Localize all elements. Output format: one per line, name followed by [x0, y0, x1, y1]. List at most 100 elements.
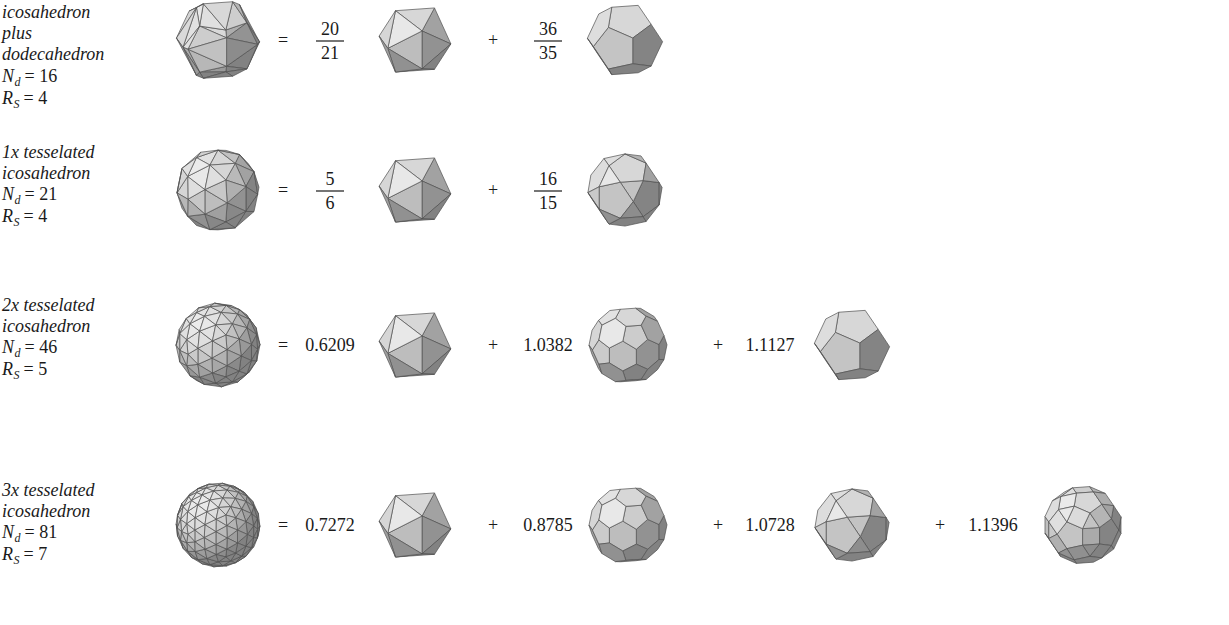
- denominator: 35: [539, 43, 557, 64]
- row-name: 3x tesselated icosahedron: [2, 480, 124, 522]
- polyhedron-face: [379, 161, 395, 199]
- variable: N: [2, 337, 14, 358]
- plus-sign: +: [935, 515, 945, 536]
- polyhedron-face: [180, 350, 188, 365]
- subscript: S: [14, 97, 20, 111]
- equals-sign: =: [278, 335, 288, 356]
- polyhedron-face: [422, 181, 451, 219]
- polyhedron-face: [218, 150, 240, 154]
- polyhedron-face: [176, 38, 196, 75]
- polyhedron-face: [221, 312, 237, 323]
- polyhedron-face: [641, 359, 664, 379]
- polyhedron-face: [835, 369, 878, 380]
- polyhedron-face: [852, 489, 873, 498]
- row-name: 1x tesselated icosahedron: [2, 142, 124, 184]
- polyhedron-face: [620, 202, 643, 219]
- polyhedron-face: [379, 341, 395, 377]
- subscript: d: [15, 75, 21, 89]
- polyhedron-face: [189, 493, 197, 501]
- polyhedron: [379, 313, 451, 377]
- polyhedron-face: [207, 500, 219, 512]
- fraction-bar: [534, 190, 562, 191]
- variable: R: [2, 544, 13, 565]
- polyhedron-face: [227, 526, 238, 538]
- variable: R: [2, 359, 13, 380]
- polyhedron-face: [195, 542, 205, 552]
- equals-sign: =: [278, 515, 288, 536]
- numerator: 20: [321, 19, 339, 40]
- polyhedron-face: [379, 521, 395, 557]
- plus-sign: +: [713, 335, 723, 356]
- polyhedron-face: [886, 518, 889, 540]
- variable: N: [2, 184, 14, 205]
- polyhedron-face: [814, 343, 838, 379]
- polyhedron-face: [422, 349, 451, 374]
- polyhedron-face: [247, 496, 254, 506]
- polyhedron-face: [246, 187, 258, 212]
- polyhedron-face: [182, 532, 188, 543]
- plus-sign: +: [488, 515, 498, 536]
- coefficient: 1.1127: [746, 335, 795, 356]
- polyhedron: [176, 2, 259, 79]
- value: = 4: [24, 88, 48, 109]
- plus-sign: +: [488, 335, 498, 356]
- polyhedron-face: [250, 319, 257, 334]
- polyhedron-face: [257, 345, 260, 361]
- polyhedron-face: [641, 496, 664, 524]
- polyhedron-face: [379, 186, 395, 222]
- numerator: 36: [539, 19, 557, 40]
- polyhedron-face: [227, 350, 241, 366]
- polyhedron-face: [200, 316, 216, 331]
- polyhedron-face: [633, 24, 663, 66]
- polyhedron-face: [212, 373, 225, 383]
- polyhedron: [176, 483, 260, 567]
- variable: R: [2, 88, 13, 109]
- polyhedron-face: [246, 538, 254, 548]
- polyhedron-face: [1111, 530, 1121, 549]
- polyhedron-face: [227, 538, 238, 549]
- polyhedron: [588, 154, 662, 226]
- coefficient: 0.7272: [305, 515, 355, 536]
- polyhedron-face: [643, 163, 659, 182]
- polyhedron-face: [227, 490, 238, 498]
- polyhedron-face: [177, 193, 188, 216]
- polyhedron-face: [183, 47, 200, 75]
- subscript: S: [14, 368, 20, 382]
- polyhedron: [379, 493, 451, 557]
- polyhedron-face: [641, 539, 664, 559]
- polyhedron-face: [1059, 506, 1075, 522]
- polyhedron-face: [388, 198, 422, 222]
- numerator: 16: [539, 169, 557, 190]
- polyhedron-face: [254, 507, 258, 519]
- polyhedron-face: [226, 335, 239, 350]
- polyhedron-face: [422, 516, 451, 554]
- polyhedron-face: [227, 38, 258, 66]
- polyhedron-face: [212, 325, 225, 341]
- polyhedron-face: [599, 363, 626, 382]
- polyhedron-face: [198, 495, 210, 505]
- polyhedron-face: [177, 528, 182, 540]
- polyhedron-face: [223, 498, 235, 507]
- polyhedron-face: [246, 194, 258, 211]
- polyhedron-face: [205, 549, 216, 558]
- polyhedron-face: [236, 546, 246, 556]
- polyhedron: [176, 303, 260, 387]
- value: = 16: [25, 66, 58, 87]
- polyhedron-face: [1059, 549, 1075, 560]
- polyhedron-face: [183, 26, 200, 49]
- subscript: S: [14, 215, 20, 229]
- denominator: 15: [539, 193, 557, 214]
- polyhedron-face: [222, 483, 234, 486]
- polyhedron-face: [257, 526, 259, 538]
- polyhedron-face: [179, 318, 186, 333]
- polyhedron: [587, 5, 662, 74]
- polyhedron-face: [379, 316, 395, 354]
- polyhedron-face: [196, 72, 203, 78]
- value: = 46: [25, 337, 58, 358]
- polyhedron-face: [247, 23, 260, 45]
- polyhedron-face: [388, 48, 422, 72]
- polyhedron-face: [815, 522, 826, 544]
- polyhedron-face: [388, 533, 422, 557]
- polyhedron-face: [254, 529, 258, 537]
